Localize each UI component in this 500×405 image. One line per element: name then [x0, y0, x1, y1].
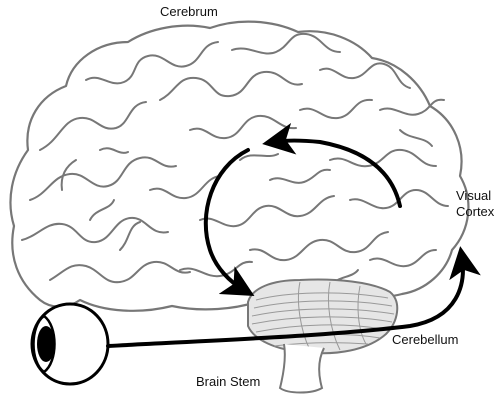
eye-icon: [30, 302, 110, 386]
optic-pathway-arrow: [106, 246, 481, 348]
cerebrum-label: Cerebrum: [160, 4, 218, 19]
cerebrum-gyri: [21, 32, 449, 287]
cortex-forward-arrow: [262, 122, 402, 208]
cerebellum-label: Cerebellum: [392, 332, 459, 347]
brain-stem-label: Brain Stem: [196, 374, 261, 389]
brain-stem-shape: [278, 343, 325, 394]
visual-cortex-label-line2: Cortex: [456, 204, 495, 220]
cerebrum-outline: [9, 20, 470, 312]
cerebellum-shape: [247, 278, 399, 355]
cerebellum-loop-arrow: [203, 148, 255, 296]
visual-cortex-label: Visual Cortex: [456, 188, 494, 221]
visual-cortex-label-line1: Visual: [456, 188, 492, 203]
